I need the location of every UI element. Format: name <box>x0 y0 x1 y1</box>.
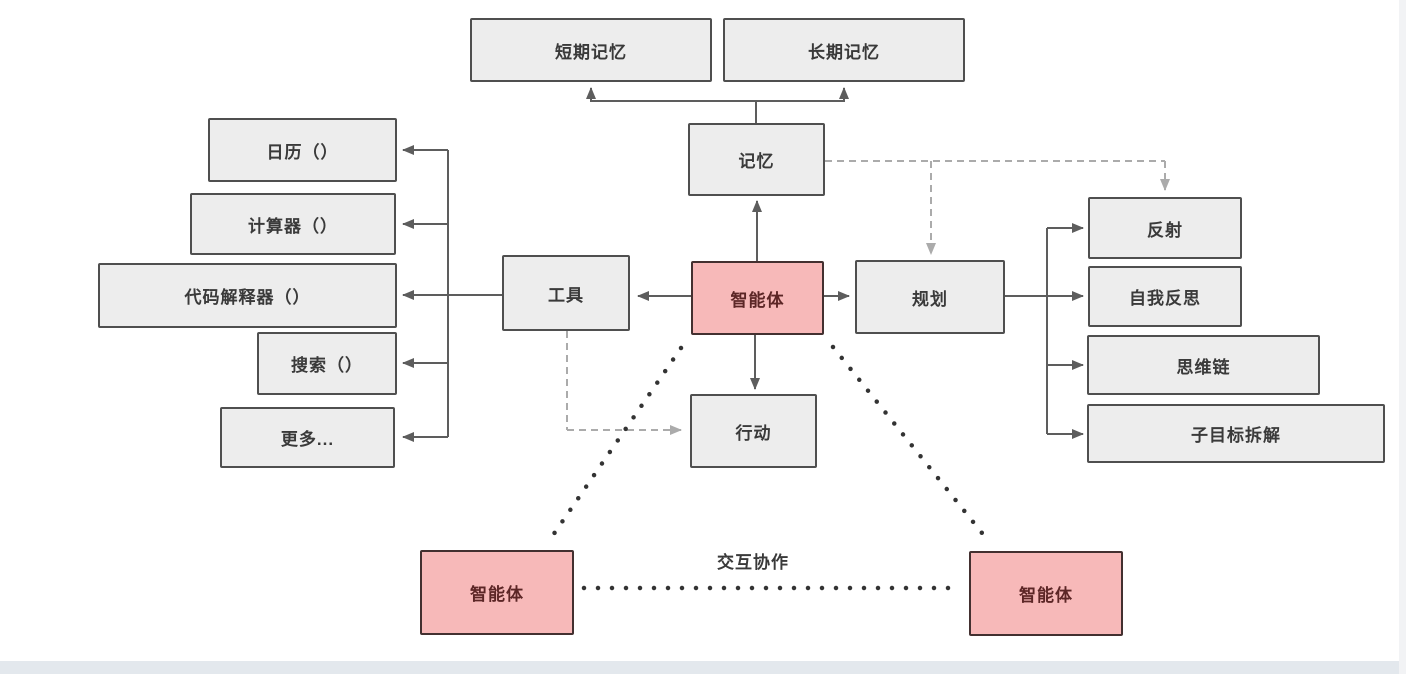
node-agent-left: 智能体 <box>420 550 574 635</box>
node-tool-item-search: 搜索（） <box>257 332 397 395</box>
node-agent-right: 智能体 <box>969 551 1123 636</box>
node-planning-item-chain-of-thought: 思维链 <box>1087 335 1320 395</box>
node-long-term-memory: 长期记忆 <box>723 18 965 82</box>
dashed-connectors <box>566 160 1170 435</box>
node-planning-item-reflection: 反射 <box>1088 197 1242 259</box>
node-tool-item-code-interpreter: 代码解释器（） <box>98 263 397 328</box>
node-planning: 规划 <box>855 260 1005 334</box>
node-action: 行动 <box>690 394 817 468</box>
bottom-band <box>0 661 1406 674</box>
node-short-term-memory: 短期记忆 <box>470 18 712 82</box>
node-memory: 记忆 <box>688 123 825 196</box>
node-planning-item-self-reflection: 自我反思 <box>1088 266 1242 327</box>
node-agent: 智能体 <box>691 261 824 335</box>
collaboration-label: 交互协作 <box>717 553 789 572</box>
dotted-agent-to-right-agent <box>830 344 993 546</box>
node-tool-item-more: 更多... <box>220 407 395 468</box>
dotted-agent-to-left-agent <box>546 345 684 544</box>
right-edge-gutter <box>1399 0 1406 674</box>
node-planning-item-subgoal-decomposition: 子目标拆解 <box>1087 404 1385 463</box>
dotted-connectors <box>546 344 993 591</box>
node-tool-item-calculator: 计算器（） <box>190 193 396 255</box>
solid-connectors <box>402 87 1084 442</box>
node-tools: 工具 <box>502 255 630 331</box>
memory-branch-line <box>591 100 844 123</box>
node-tool-item-calendar: 日历（） <box>208 118 397 182</box>
